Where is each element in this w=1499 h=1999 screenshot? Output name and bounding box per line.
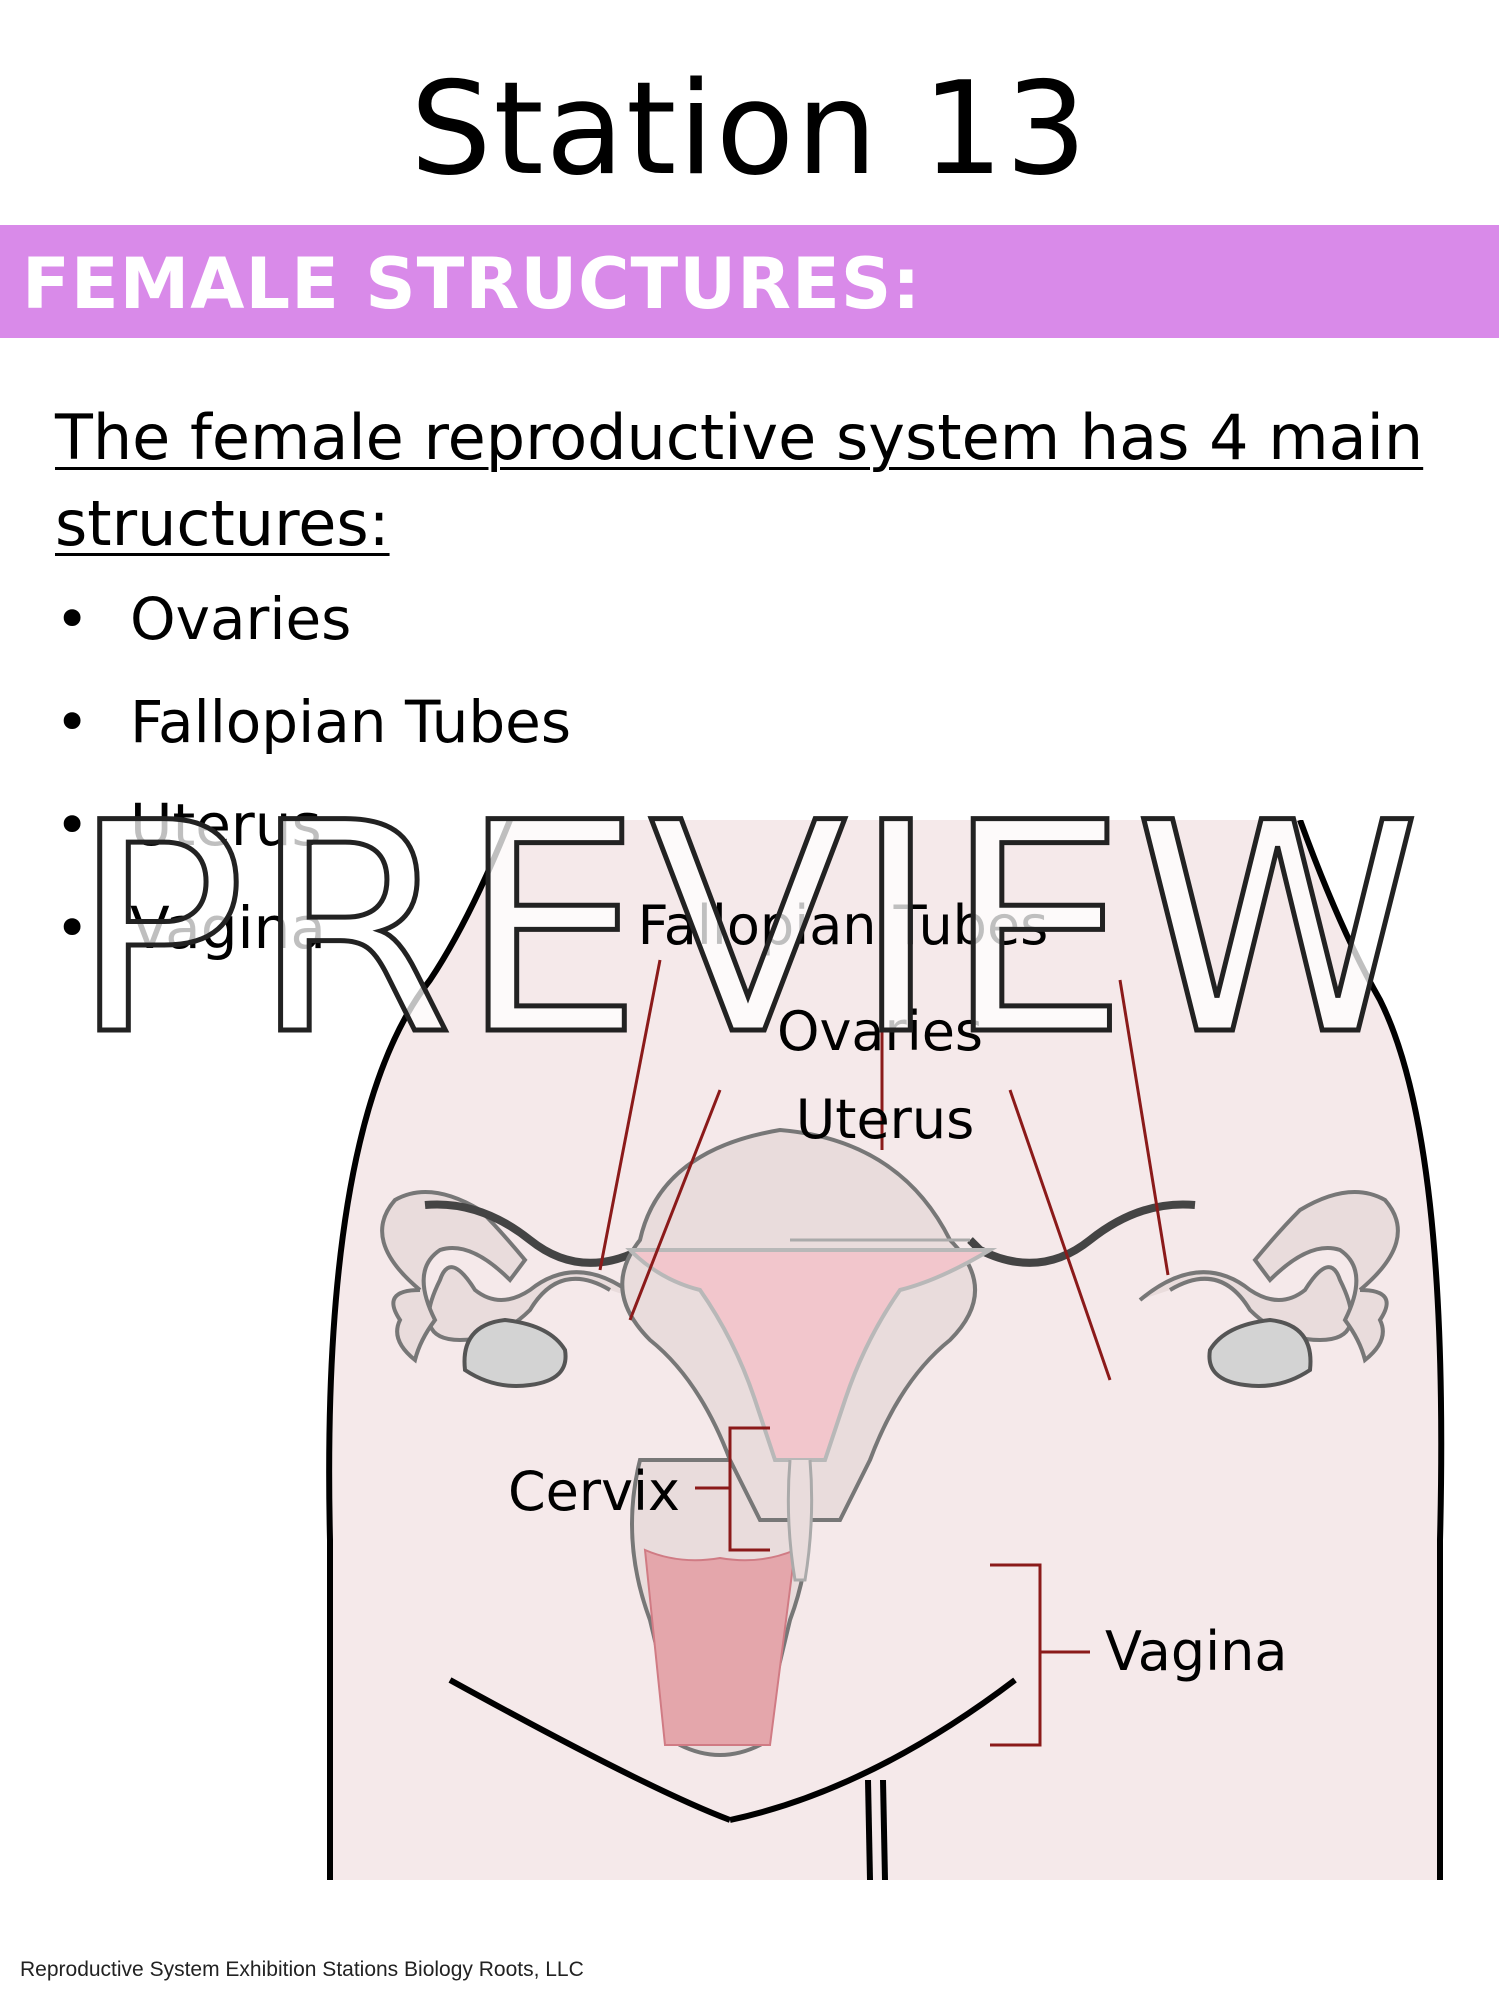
left-tube	[426, 1265, 642, 1343]
list-item-label: Uterus	[130, 791, 322, 859]
label-uterus: Uterus	[796, 1088, 974, 1151]
section-banner: FEMALE STRUCTURES:	[0, 225, 1499, 338]
body-right-contour	[1297, 820, 1445, 1880]
bullet-icon: •	[55, 585, 90, 653]
list-item: • Ovaries	[55, 585, 571, 688]
structure-list: • Ovaries • Fallopian Tubes • Uterus • Vagin…	[55, 585, 571, 997]
intro-text: The female reproductive system has 4 mai…	[55, 401, 1424, 560]
leg-gap-right	[880, 1779, 888, 1881]
right-tube	[1138, 1265, 1354, 1343]
cervical-canal	[786, 1459, 814, 1582]
body-left-contour	[326, 820, 513, 1880]
ovaries-left-pointer	[628, 1089, 722, 1321]
list-item-label: Vagina	[130, 894, 326, 962]
bullet-icon: •	[55, 791, 90, 859]
watermark-text: PREVIEW	[71, 780, 1427, 1080]
uterus-cavity	[625, 1248, 998, 1462]
banner-heading: FEMALE STRUCTURES:	[22, 243, 922, 325]
page-title: Station 13	[410, 55, 1089, 204]
preview-watermark: PREVIEW	[69, 780, 1427, 1080]
left-fimbriae	[380, 1190, 528, 1364]
vagina-inner	[643, 1548, 797, 1746]
bullet-icon: •	[55, 894, 90, 962]
list-item-label: Ovaries	[130, 585, 352, 653]
pelvic-curve-left	[448, 1677, 732, 1823]
label-vagina: Vagina	[1105, 1620, 1287, 1683]
right-ovary	[1207, 1317, 1313, 1388]
right-fimbriae	[1252, 1190, 1400, 1364]
anatomy-diagram: Fallopian Tubes Ovaries Uterus Cervix Va…	[326, 820, 1445, 1881]
label-fallopian-tubes: Fallopian Tubes	[638, 894, 1049, 957]
list-item: • Vagina	[55, 894, 571, 997]
left-tube-dark	[424, 1200, 781, 1267]
bullet-icon: •	[55, 688, 90, 756]
pelvic-curve	[729, 1677, 1017, 1823]
list-item: • Fallopian Tubes	[55, 688, 571, 791]
ovaries-right-pointer	[1008, 1089, 1112, 1381]
leg-gap-left	[865, 1779, 873, 1881]
footer-credit: Reproductive System Exhibition Stations …	[20, 1958, 584, 1981]
right-tube-dark	[967, 1200, 1196, 1267]
list-item: • Uterus	[55, 791, 571, 894]
label-ovaries: Ovaries	[777, 1000, 983, 1063]
fallopian-right-pointer	[1118, 979, 1170, 1276]
vagina-bracket	[990, 1563, 1042, 1747]
list-item-label: Fallopian Tubes	[130, 688, 572, 756]
label-cervix: Cervix	[508, 1460, 680, 1523]
fallopian-left-pointer	[598, 959, 662, 1271]
left-ovary	[462, 1317, 568, 1388]
